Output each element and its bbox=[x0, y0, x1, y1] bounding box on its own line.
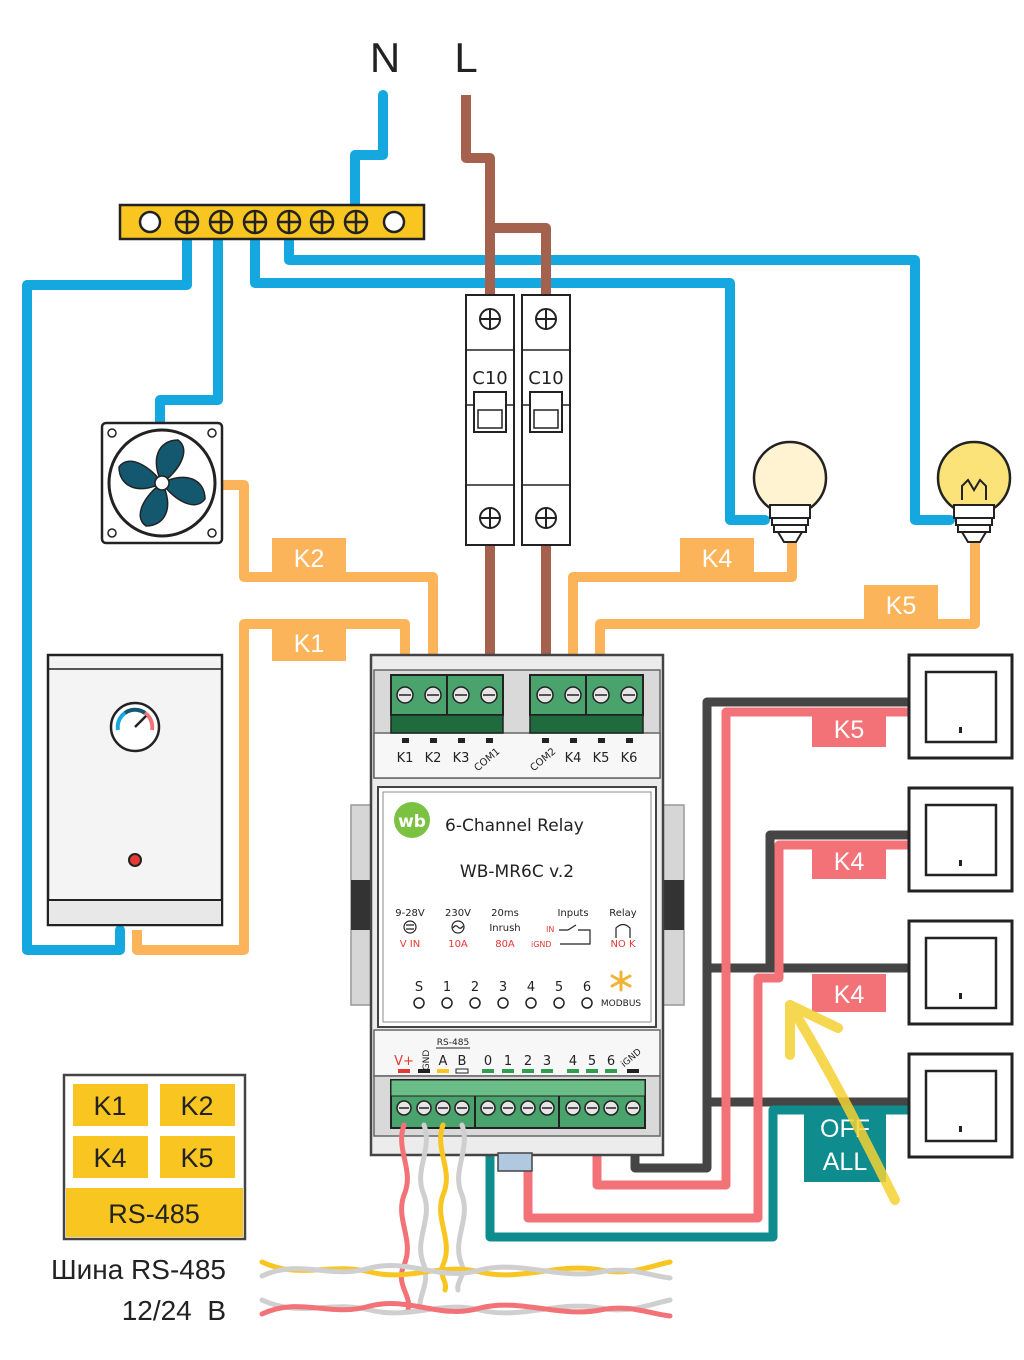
spec-vin-bottom: V IN bbox=[400, 939, 420, 950]
wb-logo-text: wb bbox=[398, 812, 426, 832]
terminal-label-k2: K2 bbox=[425, 751, 442, 766]
spec-inputs-gnd: iGND bbox=[531, 940, 552, 949]
tag-off-all-line2: ALL bbox=[823, 1148, 868, 1176]
tag-k4-lamp: K4 bbox=[680, 538, 754, 576]
spec-relay-top: Relay bbox=[609, 908, 637, 919]
tag-switch-3: K4 bbox=[812, 974, 886, 1012]
terminal-label-k6: K6 bbox=[621, 751, 638, 766]
neutral-wires bbox=[22, 90, 955, 955]
bottom-label-a: A bbox=[439, 1054, 448, 1069]
spec-inputs-in: IN bbox=[546, 925, 554, 934]
bottom-label-4: 4 bbox=[569, 1054, 577, 1069]
wall-switch-1 bbox=[907, 653, 1014, 760]
tag-k5-lamp: K5 bbox=[864, 585, 938, 623]
relay-output-wires bbox=[132, 480, 980, 955]
status-led-indicators bbox=[413, 997, 593, 1009]
modbus-label: MODBUS bbox=[601, 999, 642, 1009]
bottom-label-b: B bbox=[458, 1054, 467, 1069]
lamp-warm-icon bbox=[752, 440, 828, 543]
terminal-label-k4: K4 bbox=[565, 751, 582, 766]
legend-cell-k4: K4 bbox=[93, 1143, 126, 1173]
led-label-s: S bbox=[415, 980, 423, 995]
bottom-label-3: 3 bbox=[543, 1054, 551, 1069]
bottom-label-2: 2 bbox=[524, 1054, 532, 1069]
tag-switch-1: K5 bbox=[812, 709, 886, 747]
circuit-breaker-1: C10 bbox=[465, 294, 515, 546]
terminal-label-k5: K5 bbox=[593, 751, 610, 766]
bottom-label-0: 0 bbox=[484, 1054, 492, 1069]
led-label-4: 4 bbox=[527, 980, 535, 995]
legend-footer: RS-485 bbox=[108, 1199, 200, 1229]
bottom-label-vplus: V+ bbox=[394, 1054, 414, 1069]
tag-switch-2-label: K4 bbox=[834, 848, 865, 876]
led-label-1: 1 bbox=[443, 980, 451, 995]
bottom-label-1: 1 bbox=[504, 1054, 512, 1069]
modbus-snowflake-icon bbox=[610, 970, 632, 992]
led-label-6: 6 bbox=[583, 980, 591, 995]
bottom-color-marks bbox=[398, 1068, 639, 1074]
tag-k1-boiler-label: K1 bbox=[294, 630, 325, 658]
legend: K1 K2 K4 K5 RS-485 bbox=[62, 1073, 247, 1241]
tag-k2-fan-label: K2 bbox=[294, 545, 325, 573]
tag-off-all: OFF ALL bbox=[804, 1108, 886, 1182]
spec-inrush-bottom: 80A bbox=[495, 939, 515, 950]
spec-inrush-mid: Inrush bbox=[489, 923, 520, 934]
led-label-5: 5 bbox=[555, 980, 563, 995]
fan-icon bbox=[100, 421, 224, 545]
rs485-group-label: RS-485 bbox=[437, 1038, 469, 1048]
spec-inrush-top: 20ms bbox=[491, 908, 519, 919]
wall-switch-3 bbox=[907, 919, 1014, 1026]
bottom-label-6: 6 bbox=[607, 1054, 615, 1069]
relay-module: K1 K2 K3 COM1 COM2 K4 K5 K6 wb 6-Channel… bbox=[350, 653, 685, 1172]
tag-k4-lamp-label: K4 bbox=[702, 545, 733, 573]
bus-caption-line2: 12/24 В bbox=[122, 1295, 226, 1326]
legend-cell-k5: K5 bbox=[180, 1143, 213, 1173]
neutral-busbar bbox=[118, 203, 426, 241]
legend-cell-k2: K2 bbox=[180, 1091, 213, 1121]
highlight-arrow-icon bbox=[785, 1000, 900, 1205]
relay-model: WB-MR6C v.2 bbox=[460, 862, 574, 882]
top-terminal-blocks bbox=[390, 674, 644, 743]
tag-k1-boiler: K1 bbox=[272, 623, 346, 661]
bottom-label-gnd: GND bbox=[422, 1050, 432, 1071]
legend-cell-k1: K1 bbox=[93, 1091, 126, 1121]
bus-caption-line1: Шина RS-485 bbox=[51, 1254, 226, 1285]
circuit-breaker-2: C10 bbox=[521, 294, 571, 546]
terminal-label-k3: K3 bbox=[453, 751, 470, 766]
tag-k5-lamp-label: K5 bbox=[886, 592, 917, 620]
led-label-2: 2 bbox=[471, 980, 479, 995]
water-heater-icon bbox=[46, 653, 224, 927]
spec-inputs-top: Inputs bbox=[557, 908, 588, 919]
spec-load-top: 230V bbox=[445, 908, 471, 919]
spec-symbols bbox=[403, 920, 631, 945]
spec-vin-top: 9-28V bbox=[395, 908, 425, 919]
led-label-3: 3 bbox=[499, 980, 507, 995]
bottom-terminal-blocks bbox=[390, 1079, 646, 1129]
tag-switch-3-label: K4 bbox=[834, 981, 865, 1009]
terminal-label-k1: K1 bbox=[397, 751, 414, 766]
tag-k2-fan: K2 bbox=[272, 538, 346, 576]
rs485-bus-cable bbox=[259, 1122, 673, 1319]
breaker-2-rating: C10 bbox=[528, 368, 563, 389]
tag-switch-1-label: K5 bbox=[834, 716, 865, 744]
tag-switch-2: K4 bbox=[812, 841, 886, 879]
bottom-label-5: 5 bbox=[588, 1054, 596, 1069]
lamp-bulb-icon bbox=[936, 440, 1012, 543]
wall-switch-4 bbox=[907, 1052, 1014, 1159]
neutral-label: N bbox=[370, 34, 400, 81]
breaker-1-rating: C10 bbox=[472, 368, 507, 389]
spec-relay-bottom: NO K bbox=[610, 939, 636, 950]
line-label: L bbox=[454, 34, 477, 81]
relay-title: 6-Channel Relay bbox=[445, 816, 584, 836]
spec-load-bottom: 10A bbox=[448, 939, 468, 950]
wb-logo bbox=[394, 802, 430, 838]
wall-switch-2 bbox=[907, 786, 1014, 893]
